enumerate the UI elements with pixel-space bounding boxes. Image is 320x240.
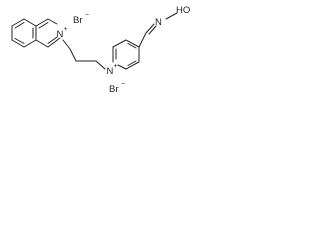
pyridinium-charge: + <box>114 63 118 70</box>
pyridinium-nitrogen-label: N <box>107 66 114 77</box>
propyl-linker <box>62 39 106 70</box>
bromide-label-1: Br <box>73 15 83 26</box>
isoquinoline-pyridinium-ring <box>35 18 61 48</box>
pyridinium-ring <box>112 39 140 70</box>
isoquinolinium-charge: + <box>64 26 68 33</box>
oxime-nitrogen-label: N <box>155 17 162 28</box>
isoquinolinium-nitrogen-label: N <box>57 29 64 40</box>
bromide-charge-2: − <box>121 81 125 88</box>
bromide-label-2: Br <box>109 84 119 95</box>
bromide-charge-1: − <box>85 12 89 19</box>
isoquinoline-benzo-ring <box>11 18 37 48</box>
oxime-hydroxyl-label: HO <box>176 5 190 16</box>
chemical-structure-diagram: N + Br − N + N HO Br − <box>11 5 190 95</box>
oxime-chain <box>138 12 178 48</box>
